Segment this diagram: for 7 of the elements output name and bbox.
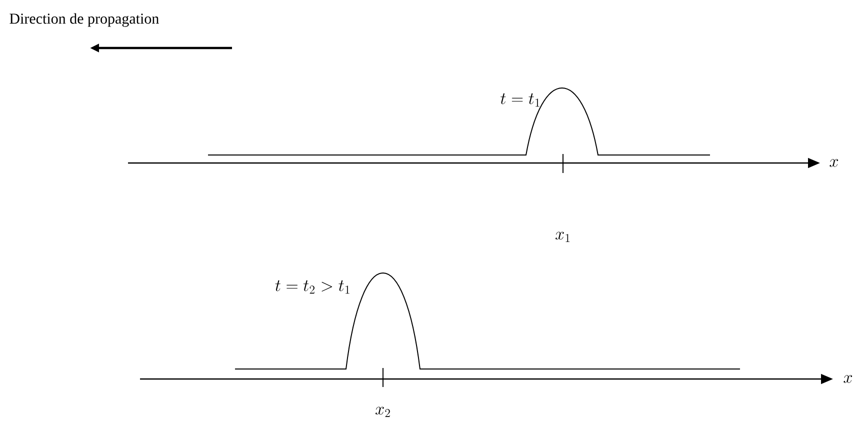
- position-label: $x_2$: [376, 406, 390, 418]
- caption-text: Direction de propagation: [10, 13, 159, 27]
- time-label: $t = t_1$: [500, 93, 540, 107]
- position-label: $x_1$: [556, 232, 570, 242]
- time-label: $t = t_2 > t_1$: [275, 280, 350, 294]
- axis-label: $x$: [830, 159, 838, 167]
- axis-label: $x$: [844, 375, 852, 383]
